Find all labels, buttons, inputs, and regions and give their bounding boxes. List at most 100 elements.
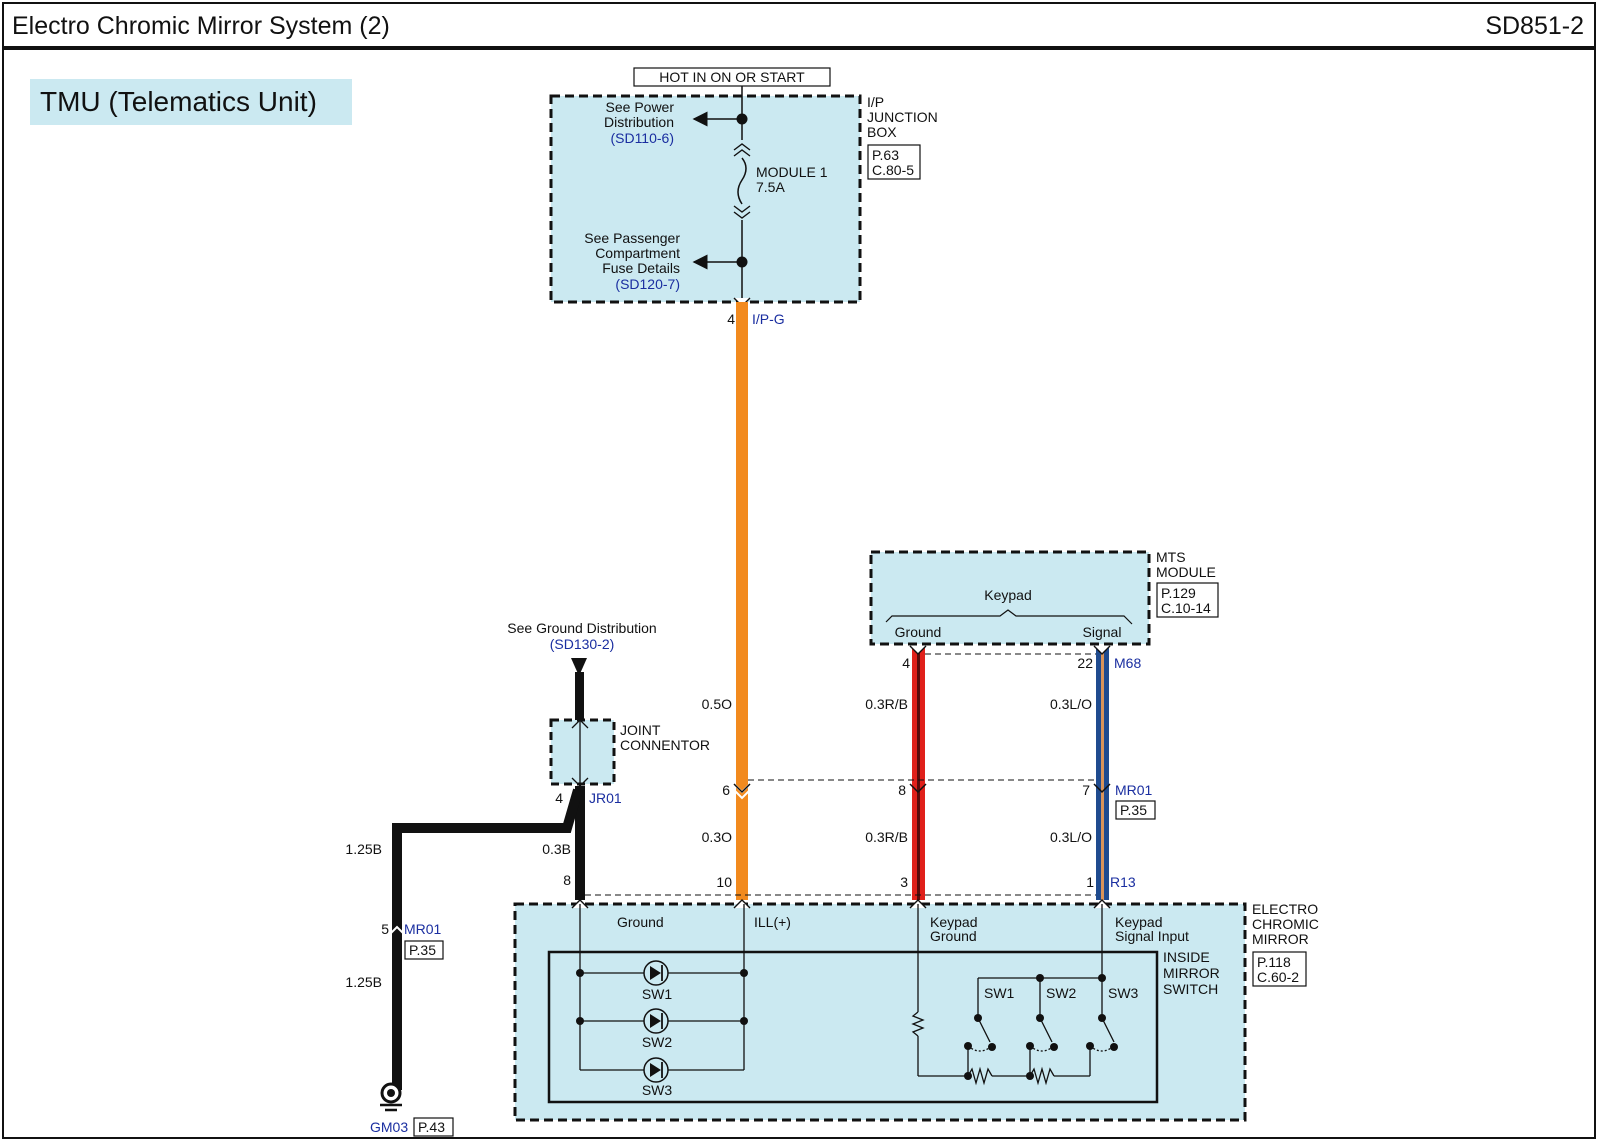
- ill-bottom-pin: 10: [716, 874, 732, 890]
- connector-down-icon: [1093, 783, 1111, 794]
- fuse-icon: [737, 157, 747, 205]
- led-circuit: [576, 904, 748, 1071]
- mr-connector[interactable]: MR01: [404, 921, 442, 937]
- section-label: TMU (Telematics Unit): [30, 79, 352, 125]
- connector-down-icon: [909, 645, 927, 655]
- mirror-pin-keypad-signal-2: Signal Input: [1115, 928, 1189, 944]
- switch-name-3: SWITCH: [1163, 981, 1218, 997]
- see-fuse-ref[interactable]: (SD120-7): [615, 276, 680, 292]
- ksig-upper-spec: 0.3L/O: [1050, 696, 1092, 712]
- mts-pin-ground: 4: [902, 655, 910, 671]
- mts-ref-1: P.129: [1161, 585, 1196, 601]
- mts-pin-signal: 22: [1077, 655, 1093, 671]
- mts-connector[interactable]: M68: [1114, 655, 1141, 671]
- mirror-pin-keypad-ground-2: Ground: [930, 928, 977, 944]
- ill-lower-spec: 0.3O: [702, 829, 732, 845]
- ill-mid-pin: 6: [722, 782, 730, 798]
- mirror-name-2: CHROMIC: [1252, 916, 1319, 932]
- ksig-bottom-pin: 1: [1086, 874, 1094, 890]
- mirror-pin-ground: Ground: [617, 914, 664, 930]
- led-sw3-label: SW3: [642, 1082, 673, 1098]
- see-ground-ref[interactable]: (SD130-2): [550, 636, 615, 652]
- joint-name-2: CONNENTOR: [620, 737, 710, 753]
- mirror-ref-1: P.118: [1257, 954, 1291, 970]
- mirror-name-3: MIRROR: [1252, 931, 1309, 947]
- ill-upper-spec: 0.5O: [702, 696, 732, 712]
- mirror-pin-ill: ILL(+): [754, 914, 791, 930]
- mr-ref: P.35: [409, 942, 436, 958]
- mts-pin-signal-label: Signal: [1083, 624, 1122, 640]
- ip-pin: 4: [727, 311, 735, 327]
- junction-box: [549, 94, 862, 304]
- see-power-ref[interactable]: (SD110-6): [610, 130, 674, 146]
- mts-module: [869, 550, 1151, 646]
- mts-name-2: MODULE: [1156, 564, 1216, 580]
- mirror-name-1: ELECTRO: [1252, 901, 1318, 917]
- ground-ref-arrow-icon: [571, 658, 587, 676]
- connector-up-icon: [733, 143, 751, 157]
- mts-pin-ground-label: Ground: [895, 624, 942, 640]
- connector-up-icon: [733, 899, 751, 909]
- mts-ref-2: C.10-14: [1161, 600, 1211, 616]
- connector-down-icon: [1093, 645, 1111, 655]
- see-power-line2: Distribution: [604, 114, 674, 130]
- led-sw3-icon: [643, 1057, 669, 1083]
- see-fuse-line3: Fuse Details: [602, 260, 680, 276]
- junction-name-1: I/P: [867, 94, 884, 110]
- electro-chromic-mirror: [513, 902, 1247, 1122]
- wire-ground-main: [392, 788, 583, 1090]
- led-sw1-icon: [643, 960, 669, 986]
- ksig-lower-spec: 0.3L/O: [1050, 829, 1092, 845]
- jr-connector[interactable]: JR01: [589, 790, 622, 806]
- see-fuse-line1: See Passenger: [584, 230, 680, 246]
- mirror-pin-keypad-signal-1: Keypad: [1115, 914, 1162, 930]
- junction-ref-2: C.80-5: [872, 162, 914, 178]
- switch-name-2: MIRROR: [1163, 965, 1220, 981]
- mts-name-1: MTS: [1156, 549, 1186, 565]
- led-sw1-label: SW1: [642, 986, 673, 1002]
- keypad-sw3-label: SW3: [1108, 985, 1139, 1001]
- led-sw2-icon: [643, 1008, 669, 1034]
- ground-point[interactable]: GM03: [370, 1119, 408, 1135]
- keypad-sw2-label: SW2: [1046, 985, 1077, 1001]
- mirror-pin-keypad-ground-1: Keypad: [930, 914, 977, 930]
- joint-name-1: JOINT: [620, 722, 661, 738]
- junction-name-3: BOX: [867, 124, 897, 140]
- keypad-brace: [885, 609, 1133, 625]
- see-power-line1: See Power: [606, 99, 675, 115]
- fuse-rating: 7.5A: [756, 179, 785, 195]
- ground-point-ref: P.43: [418, 1119, 445, 1135]
- mid-connector-ref: P.35: [1120, 802, 1147, 818]
- switch-name-1: INSIDE: [1163, 949, 1210, 965]
- gnd-bottom-pin: 8: [563, 872, 571, 888]
- wire-lower-spec: 1.25B: [345, 974, 382, 990]
- kgnd-mid-pin: 8: [898, 782, 906, 798]
- jr-pin: 4: [555, 790, 563, 806]
- keypad-switch-contacts: [964, 974, 1118, 1080]
- mid-connector[interactable]: MR01: [1115, 782, 1153, 798]
- ip-connector[interactable]: I/P-G: [752, 311, 785, 327]
- see-fuse-line2: Compartment: [595, 245, 680, 261]
- wire-upper-spec: 1.25B: [345, 841, 382, 857]
- joint-connector: [549, 718, 616, 786]
- junction-name-2: JUNCTION: [867, 109, 938, 125]
- wire-branch-spec: 0.3B: [542, 841, 571, 857]
- mirror-ref-2: C.60-2: [1257, 969, 1299, 985]
- kgnd-bottom-pin: 3: [900, 874, 908, 890]
- connector-down-icon: [909, 783, 927, 794]
- page-title: Electro Chromic Mirror System (2): [12, 12, 390, 40]
- wire-ill: [736, 302, 748, 900]
- connector-down-icon: [733, 783, 751, 794]
- keypad-sw1-label: SW1: [984, 985, 1015, 1001]
- led-sw2-label: SW2: [642, 1034, 673, 1050]
- mirror-connector[interactable]: R13: [1110, 874, 1136, 890]
- keypad-label: Keypad: [984, 587, 1031, 603]
- hot-label-box: [633, 67, 831, 87]
- kgnd-upper-spec: 0.3R/B: [865, 696, 908, 712]
- fuse-name: MODULE 1: [756, 164, 828, 180]
- connector-down-icon: [733, 205, 751, 219]
- ksig-mid-pin: 7: [1082, 782, 1090, 798]
- wire-ground-branch: [575, 786, 585, 900]
